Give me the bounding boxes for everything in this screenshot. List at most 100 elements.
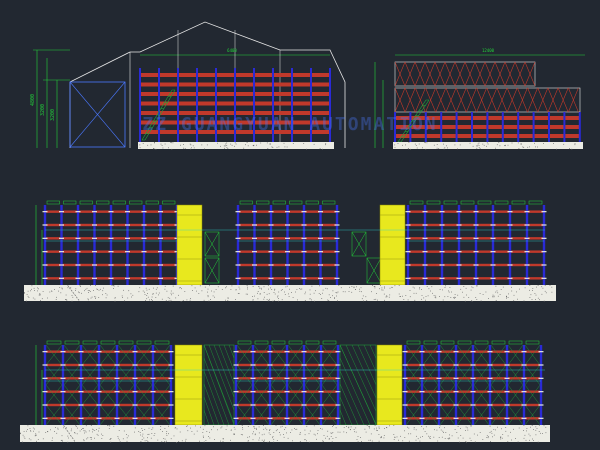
ground-speck	[88, 292, 89, 293]
upright-tick	[405, 211, 411, 213]
ground-speck	[332, 295, 333, 297]
upright-tick	[487, 391, 493, 393]
mesh-line	[404, 61, 416, 87]
ground-speck	[88, 290, 90, 291]
rack-upright	[115, 345, 119, 425]
ground-speck	[545, 426, 547, 428]
rack-beam	[154, 377, 170, 380]
ground-speck	[247, 286, 248, 288]
upright-tick	[125, 237, 130, 239]
ground-speck	[487, 143, 489, 145]
ground-speck	[65, 428, 67, 430]
brace-frame	[204, 257, 220, 284]
rack-beam	[254, 363, 269, 367]
rack-beam	[491, 377, 506, 380]
ground-speck	[472, 287, 474, 289]
ground-speck	[439, 427, 440, 429]
ground-speck	[92, 429, 94, 431]
ground-speck	[436, 144, 438, 145]
rack-beam	[118, 363, 134, 367]
rack-beam	[525, 363, 540, 367]
ground-speck	[151, 299, 152, 300]
mesh-line	[405, 404, 422, 426]
ground-speck	[543, 425, 545, 427]
ground-speck	[274, 288, 276, 290]
ground-speck	[192, 290, 193, 291]
ground-speck	[70, 435, 71, 436]
ground-speck	[55, 427, 56, 428]
upright-tick	[422, 277, 428, 279]
mesh-line	[63, 384, 81, 406]
mesh-line	[135, 364, 153, 386]
ground-speck	[146, 440, 148, 441]
ground-speck	[257, 292, 258, 294]
ground-speck	[69, 287, 70, 289]
ground-speck	[75, 288, 77, 290]
ground-speck	[89, 437, 91, 438]
upright-tick	[335, 417, 341, 419]
ground-speck	[140, 434, 141, 436]
upright-tick	[439, 224, 445, 226]
rack-beam	[511, 210, 526, 213]
mesh-line	[287, 404, 304, 426]
rack-beam	[46, 350, 62, 353]
rack-beam	[457, 350, 472, 353]
ground-speck	[253, 144, 255, 146]
ground-speck	[535, 146, 536, 148]
ground-speck	[511, 290, 513, 292]
ground-speck	[230, 439, 231, 441]
rack-beam	[239, 250, 254, 253]
upright-tick	[235, 211, 241, 213]
ground-speck	[537, 285, 539, 286]
rack-beam	[64, 377, 80, 380]
ground-speck	[473, 433, 475, 435]
upright-tick	[132, 417, 138, 419]
ground-speck	[220, 427, 222, 429]
upright-tick	[42, 364, 48, 366]
ground-speck	[273, 441, 275, 443]
ground-speck	[353, 287, 355, 289]
ground-speck	[471, 286, 473, 288]
ground-speck	[265, 427, 267, 429]
ground-speck	[453, 297, 454, 299]
ground-speck	[190, 144, 192, 146]
upright-tick	[42, 277, 48, 279]
mesh-line	[339, 396, 353, 426]
ground-speck	[425, 426, 427, 428]
ground-speck	[338, 285, 340, 286]
ground-speck	[284, 146, 286, 148]
upright-tick	[318, 391, 324, 393]
ground-speck	[225, 299, 226, 301]
ground-speck	[148, 427, 150, 429]
rack-beam	[136, 417, 152, 420]
ground-speck	[477, 143, 479, 145]
rack-beam	[477, 210, 492, 213]
upright-tick	[267, 404, 273, 406]
ground-speck	[272, 437, 273, 439]
ground-speck	[211, 290, 212, 292]
ground-speck	[309, 289, 311, 291]
mesh-line	[439, 344, 456, 366]
rack-beam	[426, 237, 441, 240]
ground-speck	[247, 288, 248, 290]
upright-tick	[487, 351, 493, 353]
ground-speck	[127, 435, 129, 437]
upright-tick	[42, 351, 48, 353]
ground-speck	[429, 437, 430, 439]
upright-tick	[301, 351, 307, 353]
upright-tick	[436, 417, 442, 419]
ground-speck	[295, 291, 296, 293]
ground-speck	[332, 432, 334, 433]
ground-speck	[153, 148, 154, 149]
ground-speck	[147, 293, 148, 294]
ground-speck	[113, 285, 115, 287]
ground-speck	[54, 289, 55, 290]
upright-tick	[233, 377, 239, 379]
mesh-line	[422, 344, 439, 366]
upright-tick	[158, 277, 163, 279]
ground-speck	[168, 147, 169, 149]
ground-speck	[415, 439, 417, 441]
rack-beam	[508, 350, 523, 353]
upright-tick	[267, 417, 273, 419]
ground-speck	[320, 294, 321, 295]
